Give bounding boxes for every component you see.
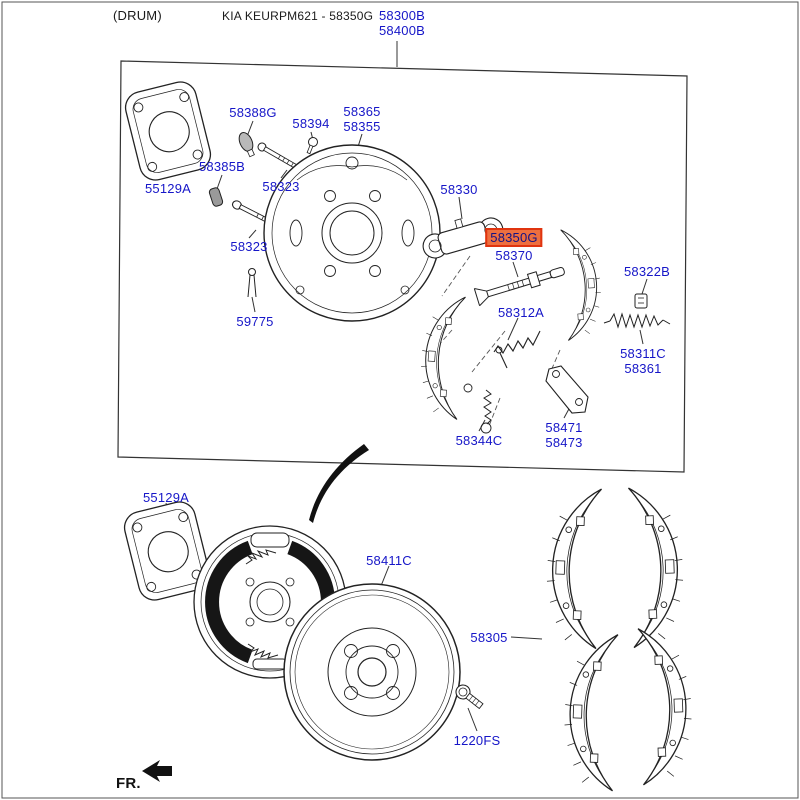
- part-label-55129A-upper[interactable]: 55129A: [144, 181, 192, 196]
- part-label-58322B[interactable]: 58322B: [623, 264, 671, 279]
- part-label-58311C[interactable]: 58311C: [620, 346, 666, 361]
- brake-drum-drawing: [283, 583, 461, 761]
- part-label-58300B[interactable]: 58300B: [378, 8, 426, 23]
- adjuster-rod-drawing: [473, 266, 565, 307]
- shoe-kit-shoe4-drawing: [637, 626, 695, 786]
- part-label-58385B[interactable]: 58385B: [198, 159, 246, 174]
- shoe-kit-shoe1-drawing: [544, 486, 603, 650]
- drum-note: (DRUM): [113, 8, 162, 23]
- cap-58388G-drawing: [238, 132, 255, 158]
- part-label-58323-upper[interactable]: 58323: [262, 179, 300, 194]
- front-marker-label: FR.: [116, 775, 141, 792]
- part-label-58471-58473: 58471 58473: [545, 420, 582, 450]
- part-label-58344C[interactable]: 58344C: [455, 433, 503, 448]
- screw-58394-drawing: [306, 137, 318, 155]
- return-spring-58312A-drawing: [493, 330, 541, 355]
- part-label-58400B[interactable]: 58400B: [378, 23, 426, 38]
- shoe-kit-shoe3-drawing: [561, 632, 619, 792]
- part-label-58355[interactable]: 58355: [343, 119, 381, 134]
- part-label-58361[interactable]: 58361: [624, 361, 662, 376]
- part-label-58350G-highlighted[interactable]: 58350G: [485, 228, 543, 247]
- plug-58385B-drawing: [208, 187, 224, 207]
- part-label-1220FS[interactable]: 1220FS: [453, 733, 501, 748]
- part-label-58370[interactable]: 58370: [495, 248, 533, 263]
- part-label-59775[interactable]: 59775: [236, 314, 274, 329]
- part-label-58365-58355: 58365 58355: [343, 104, 380, 134]
- operating-lever-58471-drawing: [545, 365, 589, 414]
- assembly-flow-arrow: [309, 444, 369, 523]
- part-label-58471[interactable]: 58471: [545, 420, 583, 435]
- hold-down-parts-58344C-drawing: [463, 346, 508, 434]
- part-label-58350G-group: 58350G 58370: [485, 228, 543, 263]
- part-label-58330[interactable]: 58330: [440, 182, 478, 197]
- part-label-58300B-58400B: 58300B 58400B: [379, 8, 425, 38]
- hold-pin-59775-drawing: [247, 268, 257, 298]
- front-direction-arrow-icon: [142, 760, 172, 782]
- part-label-58473[interactable]: 58473: [545, 435, 583, 450]
- bolt-1220FS-drawing: [455, 684, 484, 710]
- part-label-58312A[interactable]: 58312A: [497, 305, 545, 320]
- adjuster-spring-58311C-drawing: [603, 312, 671, 329]
- diagram-frame: [117, 60, 688, 473]
- part-label-58305[interactable]: 58305: [470, 630, 508, 645]
- part-label-58394[interactable]: 58394: [292, 116, 330, 131]
- part-label-58311C-58361: 58311C 58361: [620, 346, 666, 376]
- part-label-55129A-lower[interactable]: 55129A: [142, 490, 190, 505]
- part-label-58388G[interactable]: 58388G: [229, 105, 277, 120]
- backing-plate-drawing: [263, 144, 441, 322]
- catalog-title: KIA KEURPM621 - 58350G: [222, 9, 374, 23]
- shoe-kit-shoe2-drawing: [627, 485, 686, 649]
- part-label-58411C[interactable]: 58411C: [366, 553, 412, 568]
- brake-shoe-right-drawing: [560, 226, 605, 341]
- clip-58322B-drawing: [634, 293, 648, 309]
- part-label-58323-lower[interactable]: 58323: [230, 239, 268, 254]
- brake-shoe-left-drawing: [417, 293, 466, 420]
- part-label-58365[interactable]: 58365: [343, 104, 381, 119]
